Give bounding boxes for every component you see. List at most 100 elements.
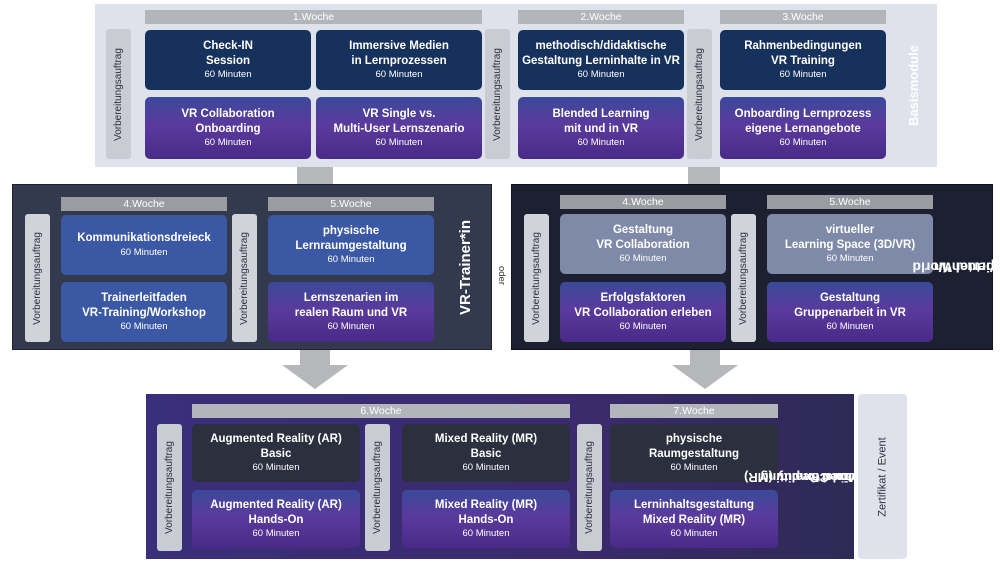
module-erfolgsfaktoren: Erfolgsfaktoren VR Collaboration erleben… xyxy=(560,282,726,342)
module-title: VR-Training/Workshop xyxy=(82,306,206,319)
prep-task-ar: Vorbereitungsauftrag xyxy=(157,424,182,551)
module-lerninhaltsgestaltung-mr: Lerninhaltsgestaltung Mixed Reality (MR)… xyxy=(610,490,778,548)
side-label-text: Mixed Reality (MR) Spatial Computing Tra… xyxy=(744,419,875,535)
module-duration: 60 Minuten xyxy=(375,137,423,148)
module-duration: 60 Minuten xyxy=(375,69,423,80)
module-title: Onboarding Lernprozess xyxy=(734,108,872,120)
module-title: Lerninhaltsgestaltung xyxy=(633,499,755,511)
vr-trainer-panel: 4.Woche 5.Woche Vorbereitungsauftrag Vor… xyxy=(12,184,492,350)
virtual-world-side-label: Virtual World Experten*in xyxy=(912,185,1000,349)
module-trainerleitfaden: Trainerleitfaden VR-Training/Workshop 60… xyxy=(61,282,227,342)
prep-task-label: Vorbereitungsauftrag xyxy=(738,231,749,325)
module-title: Multi-User Lernszenario xyxy=(333,122,465,135)
prep-task-week5: Vorbereitungsauftrag xyxy=(232,214,257,342)
module-gestaltung-gruppenarbeit: Gestaltung Gruppenarbeit in VR 60 Minute… xyxy=(767,282,933,342)
module-title: Onboarding xyxy=(195,122,261,135)
module-title: physische xyxy=(322,225,380,237)
module-title: Augmented Reality (AR) xyxy=(210,433,342,445)
prep-task-week4: Vorbereitungsauftrag xyxy=(25,214,50,342)
week-1-label: 1.Woche xyxy=(145,10,482,24)
module-duration: 60 Minuten xyxy=(577,69,625,80)
module-title: Mixed Reality (MR) xyxy=(642,513,746,526)
module-ar-basic: Augmented Reality (AR) Basic 60 Minuten xyxy=(192,424,360,482)
prep-task-week4: Vorbereitungsauftrag xyxy=(524,214,549,342)
week-7-label: 7.Woche xyxy=(610,404,778,418)
module-duration: 60 Minuten xyxy=(204,69,252,80)
week-4-label: 4.Woche xyxy=(61,197,227,211)
prep-task-label: Vorbereitungsauftrag xyxy=(584,441,595,534)
module-title: Hands-On xyxy=(458,513,514,526)
module-title: Gestaltung Lerninhalte in VR xyxy=(522,54,680,67)
prep-task-mr: Vorbereitungsauftrag xyxy=(365,424,390,551)
side-label-text: Virtual World Experten*in xyxy=(912,224,1000,311)
module-duration: 60 Minuten xyxy=(779,137,827,148)
oder-label: oder xyxy=(493,260,509,290)
module-duration: 60 Minuten xyxy=(462,462,510,473)
prep-task-label: Vorbereitungsauftrag xyxy=(531,231,542,325)
module-title: in Lernprozessen xyxy=(351,54,447,67)
module-duration: 60 Minuten xyxy=(204,137,252,148)
connector-basis-to-vr xyxy=(297,166,333,186)
side-label-line-2: Experten*in xyxy=(933,259,1000,276)
module-duration: 60 Minuten xyxy=(120,321,168,332)
week-5-label: 5.Woche xyxy=(268,197,434,211)
module-title: Erfolgsfaktoren xyxy=(600,292,686,304)
module-title: VR Training xyxy=(771,54,835,67)
module-title: Hands-On xyxy=(248,513,304,526)
side-label-text: VR-Trainer*in xyxy=(457,219,475,315)
prep-task-label: Vorbereitungsauftrag xyxy=(694,47,705,141)
module-title: Learning Space (3D/VR) xyxy=(784,238,916,251)
module-duration: 60 Minuten xyxy=(120,246,168,258)
module-title: Gestaltung xyxy=(819,292,881,304)
prep-task-week2: Vorbereitungsauftrag xyxy=(485,29,510,159)
module-blended-learning: Blended Learning mit und in VR 60 Minute… xyxy=(518,97,684,159)
module-duration: 60 Minuten xyxy=(327,254,375,265)
module-title: Rahmenbedingungen xyxy=(744,40,862,52)
prep-task-label: Vorbereitungsauftrag xyxy=(164,441,175,534)
prep-task-label: Vorbereitungsauftrag xyxy=(32,231,43,325)
module-ar-hands-on: Augmented Reality (AR) Hands-On 60 Minut… xyxy=(192,490,360,548)
week-2-label: 2.Woche xyxy=(518,10,684,24)
module-title: Lernszenarien im xyxy=(303,292,399,304)
zertifikat-event-box: Zertifikat / Event xyxy=(858,394,907,559)
module-title: Raumgestaltung xyxy=(648,447,740,460)
module-title: Check-IN xyxy=(203,40,253,52)
module-title: VR Collaboration xyxy=(181,108,275,120)
module-rahmenbedingungen: Rahmenbedingungen VR Training 60 Minuten xyxy=(720,30,886,90)
module-duration: 60 Minuten xyxy=(779,69,827,80)
arrow-vw-to-mr xyxy=(672,350,738,389)
module-immersive-medien: Immersive Medien in Lernprozessen 60 Min… xyxy=(316,30,482,90)
module-duration: 60 Minuten xyxy=(462,528,510,539)
basismodule-panel: 1.Woche 2.Woche 3.Woche Vorbereitungsauf… xyxy=(95,4,937,167)
week-6-label: 6.Woche xyxy=(192,404,570,418)
module-title: realen Raum und VR xyxy=(294,306,408,319)
module-title: Mixed Reality (MR) xyxy=(434,499,538,511)
module-duration: 60 Minuten xyxy=(619,321,667,332)
prep-task-label: Vorbereitungsauftrag xyxy=(372,441,383,534)
module-duration: 60 Minuten xyxy=(577,137,625,148)
module-title: VR Collaboration xyxy=(596,238,690,251)
prep-task-label: Vorbereitungsauftrag xyxy=(492,47,503,141)
module-kommunikationsdreieck: Kommunikationsdreieck 60 Minuten xyxy=(61,215,227,275)
module-duration: 60 Minuten xyxy=(327,321,375,332)
module-duration: 60 Minuten xyxy=(619,253,667,264)
connector-basis-to-vw xyxy=(688,166,720,186)
module-physische-raumgestaltung: physische Raumgestaltung 60 Minuten xyxy=(610,424,778,482)
prep-task-week1: Vorbereitungsauftrag xyxy=(106,29,131,159)
week-3-label: 3.Woche xyxy=(720,10,886,24)
module-duration: 60 Minuten xyxy=(252,528,300,539)
prep-task-week7: Vorbereitungsauftrag xyxy=(577,424,602,551)
module-title: virtueller xyxy=(825,224,875,236)
module-duration: 60 Minuten xyxy=(670,462,718,473)
mixed-reality-panel: 6.Woche 7.Woche Vorbereitungsauftrag Vor… xyxy=(146,394,875,559)
module-title: Lernraumgestaltung xyxy=(295,239,407,252)
oder-text: oder xyxy=(495,265,507,285)
module-title: eigene Lernangebote xyxy=(745,122,861,135)
module-title: VR Single vs. xyxy=(362,108,436,120)
module-title: Kommunikationsdreieck xyxy=(77,232,211,245)
week-4-label: 4.Woche xyxy=(560,195,726,209)
module-title: VR Collaboration erleben xyxy=(574,306,712,319)
module-physische-lernraumgestaltung: physische Lernraumgestaltung 60 Minuten xyxy=(268,215,434,275)
vr-trainer-side-label: VR-Trainer*in xyxy=(441,185,491,349)
